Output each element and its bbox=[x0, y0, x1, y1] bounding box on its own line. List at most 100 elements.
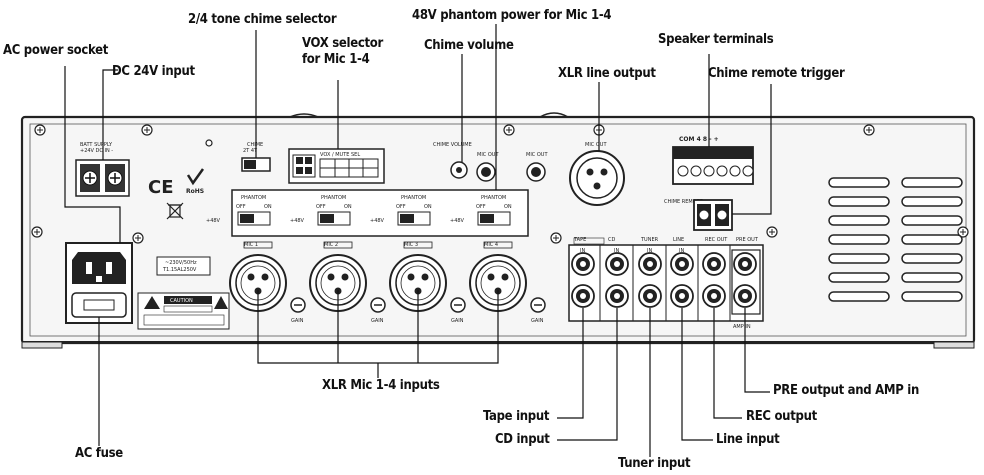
mic-label-1: MIC 1 bbox=[244, 242, 258, 248]
phantom-off-3: OFF bbox=[396, 204, 406, 210]
mic-out2-label: MIC OUT bbox=[526, 152, 548, 158]
pre-out-rca-jack-1[interactable] bbox=[733, 252, 757, 276]
rca-io-block: TAPE IN CD IN TUNER IN LINE IN REC OUT PRE OUT AMP… bbox=[568, 237, 764, 330]
rec-out-rca-jack-1[interactable] bbox=[702, 252, 726, 276]
phantom-on-4: ON bbox=[504, 204, 512, 210]
chassis-screws bbox=[31, 124, 969, 244]
tape-rca-jack-1[interactable] bbox=[571, 252, 595, 276]
caution-text: CAUTION bbox=[170, 298, 193, 304]
rec-out-label: REC OUT bbox=[705, 237, 728, 243]
phantom-off-4: OFF bbox=[476, 204, 486, 210]
tape-rca-jack-2[interactable] bbox=[571, 284, 595, 308]
xlr-out-label: MIC OUT bbox=[585, 142, 607, 148]
chime-remote-label: CHIME REMOTE bbox=[664, 199, 703, 205]
fuse-rating-label: T1.15AL250V bbox=[162, 267, 197, 273]
tuner-label: TUNER bbox=[640, 237, 659, 243]
xlr-line-output-jack[interactable]: MIC OUT bbox=[569, 142, 625, 206]
phantom-label-1: PHANTOM bbox=[241, 195, 266, 201]
chime-remote-terminal[interactable]: CHIME REMOTE bbox=[664, 199, 733, 231]
phantom-label-2: PHANTOM bbox=[321, 195, 346, 201]
callout-rec-output: REC output bbox=[746, 409, 817, 424]
phantom-on-3: ON bbox=[424, 204, 432, 210]
plus48v-label-1: +48V bbox=[206, 218, 221, 224]
gain-label-2: GAIN bbox=[371, 318, 384, 324]
speaker-polarity-label: COM 4 8 - + bbox=[679, 136, 719, 143]
cd-rca-jack-1[interactable] bbox=[605, 252, 629, 276]
callout-vox-selector: VOX selector bbox=[302, 36, 383, 51]
ventilation-slots bbox=[828, 177, 963, 302]
rohs-label: RoHS bbox=[186, 188, 204, 195]
mic-label-2: MIC 2 bbox=[324, 242, 338, 248]
callout-tone-chime-selector: 2/4 tone chime selector bbox=[188, 12, 337, 27]
chime-label: CHIME bbox=[247, 142, 263, 148]
tape-label: TAPE bbox=[573, 237, 586, 243]
callout-ac-fuse: AC fuse bbox=[75, 446, 123, 461]
line-rca-jack-1[interactable] bbox=[670, 252, 694, 276]
callout-dc-24v-input: DC 24V input bbox=[112, 64, 195, 79]
vox-mute-label: VOX / MUTE SEL bbox=[320, 152, 360, 158]
batt-supply-label: BATT SUPPLY bbox=[80, 142, 113, 148]
pre-out-label: PRE OUT bbox=[736, 237, 759, 243]
callout-line-input: Line input bbox=[716, 432, 780, 447]
cd-in-label: IN bbox=[614, 248, 619, 254]
tuner-rca-jack-2[interactable] bbox=[638, 284, 662, 308]
cd-label: CD bbox=[608, 237, 615, 243]
tuner-rca-jack-1[interactable] bbox=[638, 252, 662, 276]
callout-speaker-terminals: Speaker terminals bbox=[658, 32, 774, 47]
voltage-label: ~230V/50Hz bbox=[165, 260, 197, 266]
ac-fuse-holder[interactable] bbox=[71, 292, 127, 318]
line-label: LINE bbox=[673, 237, 684, 243]
callout-cd-input: CD input bbox=[495, 432, 550, 447]
callout-lines bbox=[64, 24, 772, 457]
tape-in-label: IN bbox=[580, 248, 585, 254]
callout-ac-power-socket: AC power socket bbox=[3, 43, 109, 58]
callout-xlr-line-output: XLR line output bbox=[558, 66, 656, 81]
chime-positions-label: 2T 4T bbox=[243, 148, 258, 154]
mic-out-mini-label: MIC OUT bbox=[477, 152, 499, 158]
callout-pre-output-amp-in: PRE output and AMP in bbox=[773, 383, 919, 398]
phantom-on-2: ON bbox=[344, 204, 352, 210]
speaker-terminal-block[interactable]: COM 4 8 - + bbox=[672, 136, 754, 185]
callout-xlr-mic-inputs: XLR Mic 1-4 inputs bbox=[322, 378, 440, 393]
line-in-label: IN bbox=[679, 248, 684, 254]
callout-chime-remote-trigger: Chime remote trigger bbox=[708, 66, 845, 81]
phantom-off-1: OFF bbox=[236, 204, 246, 210]
plus48v-label-2: +48V bbox=[290, 218, 305, 224]
phantom-switch-row[interactable]: PHANTOM OFF ON PHANTOM OFF ON PHANTOM OF… bbox=[206, 189, 529, 237]
ce-mark: CE bbox=[148, 177, 174, 198]
voltage-label-box: ~230V/50Hz T1.15AL250V bbox=[156, 256, 211, 276]
xlr-mic-input-4[interactable]: MIC 4 bbox=[469, 241, 527, 312]
callout-tuner-input: Tuner input bbox=[618, 456, 691, 471]
chime-volume-knob[interactable]: CHIME VOLUME bbox=[433, 142, 472, 179]
gain-knob-1[interactable]: GAIN bbox=[290, 297, 306, 324]
pre-out-rca-jack-2[interactable] bbox=[733, 284, 757, 308]
mic-label-3: MIC 3 bbox=[404, 242, 418, 248]
chime-tone-selector[interactable]: CHIME 2T 4T bbox=[241, 142, 271, 172]
callout-tape-input: Tape input bbox=[483, 409, 550, 424]
phantom-label-4: PHANTOM bbox=[481, 195, 506, 201]
phantom-off-2: OFF bbox=[316, 204, 326, 210]
tuner-in-label: IN bbox=[647, 248, 652, 254]
rec-out-rca-jack-2[interactable] bbox=[702, 284, 726, 308]
line-rca-jack-2[interactable] bbox=[670, 284, 694, 308]
gain-label-3: GAIN bbox=[451, 318, 464, 324]
amp-in-label: AMP IN bbox=[733, 324, 751, 330]
gain-knob-3[interactable]: GAIN bbox=[450, 297, 466, 324]
mic-out-mini-jack-2[interactable]: MIC OUT bbox=[526, 152, 548, 182]
phantom-label-3: PHANTOM bbox=[401, 195, 426, 201]
gain-label-1: GAIN bbox=[291, 318, 304, 324]
batt-volts-label: +24V DC IN - bbox=[80, 148, 113, 154]
callout-vox-selector-line2: for Mic 1-4 bbox=[302, 52, 370, 67]
vox-selector-dip[interactable]: VOX / MUTE SEL bbox=[288, 148, 385, 184]
chime-volume-label: CHIME VOLUME bbox=[433, 142, 472, 148]
caution-label: CAUTION bbox=[137, 292, 230, 330]
phantom-on-1: ON bbox=[264, 204, 272, 210]
xlr-mic-input-1[interactable]: MIC 1 bbox=[229, 241, 287, 312]
gain-knob-4[interactable]: GAIN bbox=[530, 297, 546, 324]
callout-phantom-power: 48V phantom power for Mic 1-4 bbox=[412, 8, 612, 23]
gain-knob-2[interactable]: GAIN bbox=[370, 297, 386, 324]
plus48v-label-4: +48V bbox=[450, 218, 465, 224]
phantom-mini-jack[interactable]: MIC OUT bbox=[476, 152, 499, 182]
cd-rca-jack-2[interactable] bbox=[605, 284, 629, 308]
